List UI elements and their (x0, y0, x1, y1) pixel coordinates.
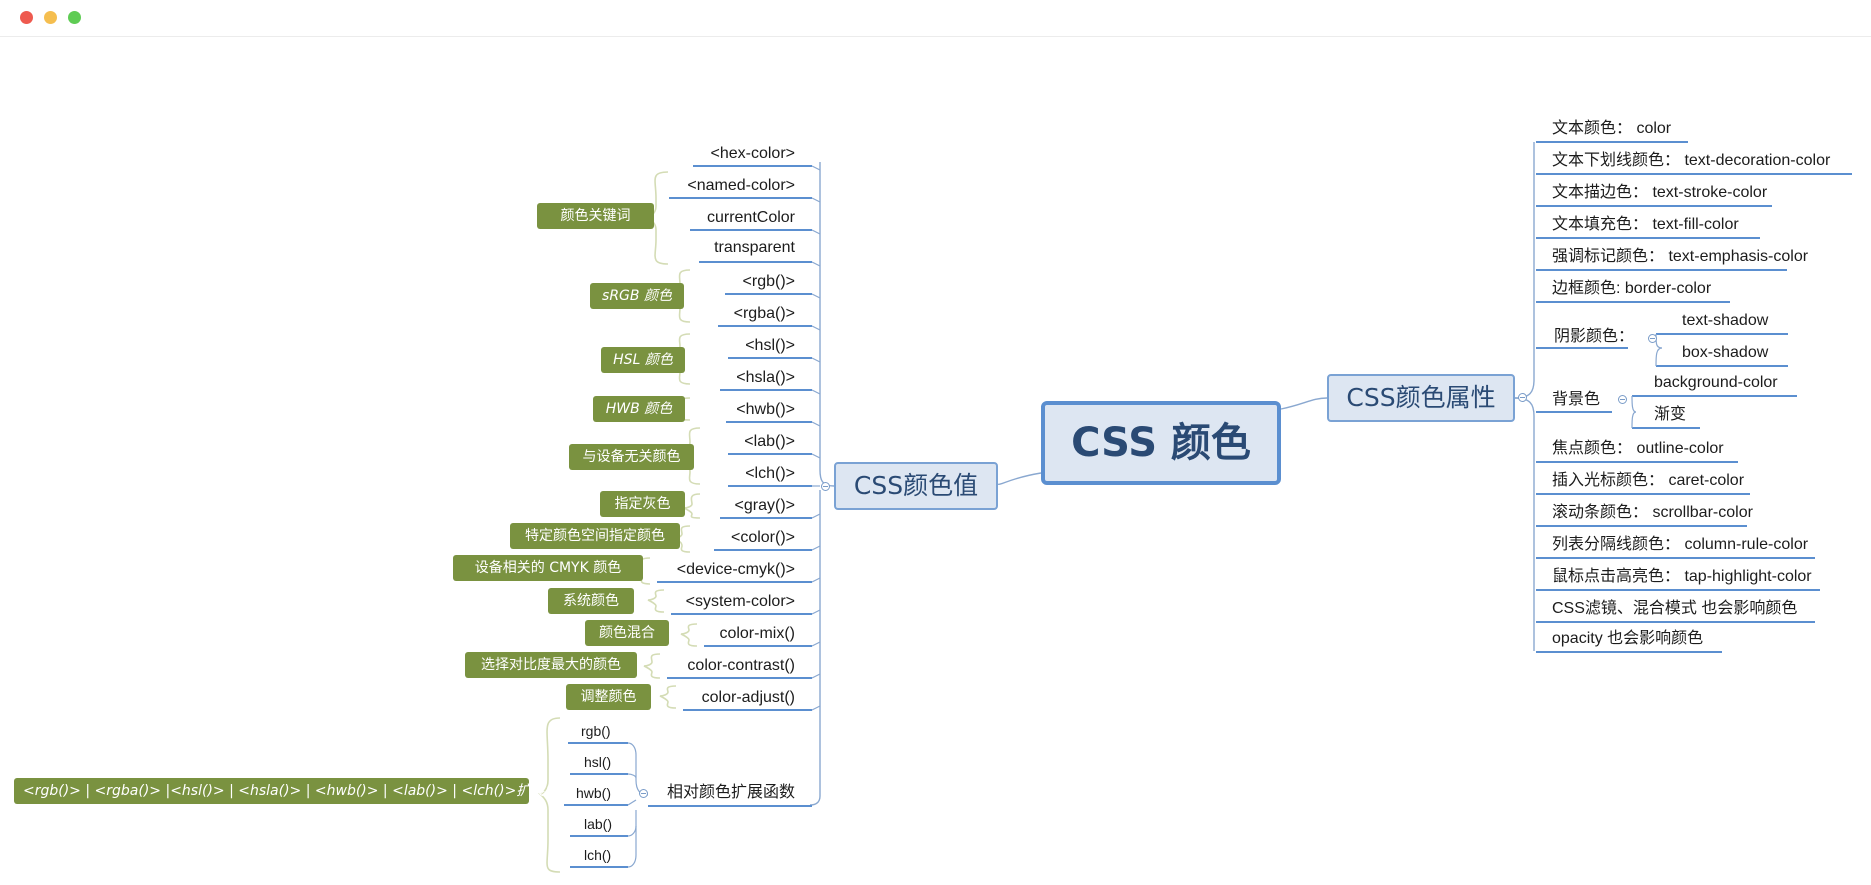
label-extension-functions[interactable]: <rgb()> | <rgba()> |<hsl()> | <hsla()> |… (14, 778, 572, 804)
item-text-fill-color[interactable]: 文本填充色： text-fill-color (1552, 216, 1739, 233)
label-device-cmyk[interactable]: 设备相关的 CMYK 颜色 (453, 555, 643, 581)
leaf-lch[interactable]: <lch()> (745, 465, 795, 482)
label-color-mixing[interactable]: 颜色混合 (585, 620, 669, 646)
leaf-device-cmyk[interactable]: <device-cmyk()> (676, 561, 795, 578)
relative-item-hsl[interactable]: hsl() (584, 754, 612, 770)
leaf-gray[interactable]: <gray()> (734, 497, 795, 514)
right-underlines (1536, 141, 1852, 653)
item-text-stroke-color[interactable]: 文本描边色： text-stroke-color (1552, 184, 1768, 201)
label-device-independent[interactable]: 与设备无关颜色 (569, 444, 694, 470)
label-srgb-text: sRGB 颜色 (602, 288, 672, 304)
left-trunk-upper (819, 162, 835, 487)
label-srgb-colors[interactable]: sRGB 颜色 (590, 283, 684, 309)
leaf-color[interactable]: <color()> (730, 529, 795, 546)
label-system-colors[interactable]: 系统颜色 (548, 588, 634, 614)
label-adjust-color[interactable]: 调整颜色 (566, 684, 651, 710)
item-scrollbar-color[interactable]: 滚动条颜色： scrollbar-color (1552, 504, 1753, 521)
zoom-window-button[interactable] (68, 11, 81, 24)
leaf-hsla[interactable]: <hsla()> (736, 369, 795, 386)
item-opacity[interactable]: opacity 也会影响颜色 (1552, 630, 1704, 647)
relative-collapse-toggle[interactable] (639, 789, 648, 798)
leaf-rgb[interactable]: <rgb()> (742, 273, 795, 290)
relative-underlines (564, 742, 628, 868)
leaf-color-mix[interactable]: color-mix() (719, 625, 795, 642)
relative-item-lab[interactable]: lab() (584, 816, 613, 832)
leaf-system-color[interactable]: <system-color> (685, 593, 795, 610)
relative-item-lch[interactable]: lch() (584, 847, 612, 863)
item-text-decoration-color[interactable]: 文本下划线颜色： text-decoration-color (1552, 152, 1831, 169)
label-specified-gray[interactable]: 指定灰色 (600, 491, 685, 517)
leaf-named-color[interactable]: <named-color> (687, 177, 795, 194)
item-shadow-color[interactable]: 阴影颜色： (1554, 328, 1635, 345)
item-text-emphasis-color[interactable]: 强调标记颜色： text-emphasis-color (1552, 248, 1809, 265)
leaf-color-adjust[interactable]: color-adjust() (701, 689, 795, 706)
right-trunk-lower (1514, 397, 1535, 651)
item-border-color[interactable]: 边框颜色: border-color (1552, 280, 1712, 297)
close-window-button[interactable] (20, 11, 33, 24)
left-collapse-toggle[interactable] (821, 482, 830, 491)
label-hsl-text: HSL 颜色 (613, 352, 673, 368)
right-main-topic[interactable]: CSS颜色属性 (1327, 374, 1515, 422)
label-hwb-text: HWB 颜色 (605, 401, 673, 417)
right-collapse-toggle[interactable] (1518, 393, 1527, 402)
left-main-topic[interactable]: CSS颜色值 (834, 462, 998, 510)
item-tap-highlight-color[interactable]: 鼠标点击高亮色： tap-highlight-color (1552, 568, 1812, 585)
background-collapse-toggle[interactable] (1618, 395, 1627, 404)
shadow-collapse-toggle[interactable] (1648, 334, 1657, 343)
item-outline-color[interactable]: 焦点颜色： outline-color (1552, 440, 1724, 457)
central-topic[interactable]: CSS 颜色 (1041, 401, 1281, 485)
item-background-color[interactable]: background-color (1654, 374, 1778, 391)
item-caret-color[interactable]: 插入光标颜色： caret-color (1552, 472, 1745, 489)
left-braces (538, 171, 701, 873)
item-text-shadow[interactable]: text-shadow (1682, 312, 1769, 329)
right-trunk-upper (1514, 142, 1535, 399)
item-box-shadow[interactable]: box-shadow (1682, 344, 1769, 361)
leaf-lab[interactable]: <lab()> (744, 433, 795, 450)
leaf-hsl[interactable]: <hsl()> (745, 337, 795, 354)
label-max-contrast[interactable]: 选择对比度最大的颜色 (465, 652, 637, 678)
item-filter-blend[interactable]: CSS滤镜、混合模式 也会影响颜色 (1552, 600, 1798, 617)
leaf-rgba[interactable]: <rgba()> (733, 305, 795, 322)
connector-central-right (1280, 397, 1328, 410)
connector-central-left (997, 472, 1042, 485)
leaf-currentcolor[interactable]: currentColor (706, 209, 795, 226)
window-titlebar (0, 0, 1871, 37)
item-background[interactable]: 背景色 (1552, 391, 1601, 408)
leaf-transparent[interactable]: transparent (714, 239, 795, 256)
label-hsl-colors[interactable]: HSL 颜色 (601, 347, 685, 373)
leaf-relative-color[interactable]: 相对颜色扩展函数 (666, 784, 795, 801)
label-hwb-colors[interactable]: HWB 颜色 (593, 396, 685, 422)
item-column-rule-color[interactable]: 列表分隔线颜色： column-rule-color (1552, 536, 1809, 553)
left-trunk-lower (809, 490, 821, 806)
label-color-keywords[interactable]: 颜色关键词 (537, 203, 654, 229)
item-text-color[interactable]: 文本颜色： color (1552, 120, 1672, 137)
leaf-hwb[interactable]: <hwb()> (736, 401, 795, 418)
label-extension-text: <rgb()> | <rgba()> |<hsl()> | <hsla()> |… (23, 783, 573, 799)
label-color-space[interactable]: 特定颜色空间指定颜色 (510, 523, 680, 549)
left-leaf-underlines (648, 165, 812, 807)
item-gradient[interactable]: 渐变 (1654, 406, 1687, 423)
relative-item-hwb[interactable]: hwb() (576, 785, 612, 801)
leaf-color-contrast[interactable]: color-contrast() (687, 657, 795, 674)
label-cmyk-text: 设备相关的 CMYK 颜色 (474, 560, 622, 576)
toolbar-area (0, 37, 1871, 97)
relative-item-rgb[interactable]: rgb() (581, 723, 611, 739)
leaf-hex-color[interactable]: <hex-color> (710, 145, 796, 162)
minimize-window-button[interactable] (44, 11, 57, 24)
